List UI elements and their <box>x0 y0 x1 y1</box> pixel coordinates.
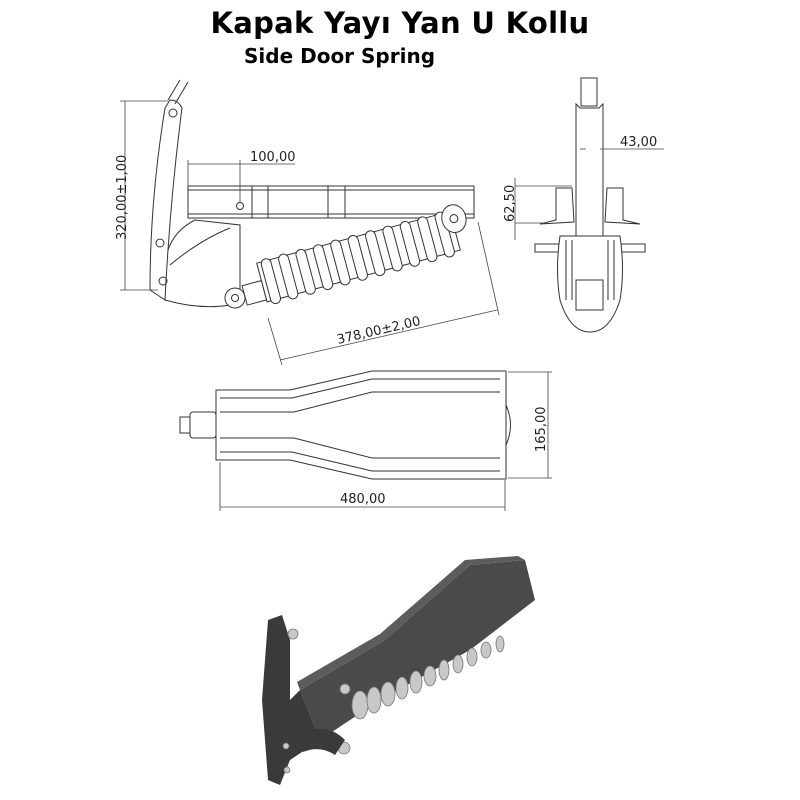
page-title: Kapak Yayı Yan U Kollu <box>210 6 590 40</box>
side-view: 320,00±1,00 100,00 378,00±2,00 <box>115 79 500 366</box>
page-subtitle: Side Door Spring <box>244 44 436 68</box>
dim-bracket-label: 62,50 <box>503 185 518 222</box>
product-render <box>262 556 535 785</box>
dim-offset-label: 100,00 <box>250 150 296 165</box>
dim-spring-length-label: 378,00±2,00 <box>336 314 423 348</box>
dim-length-label: 480,00 <box>340 492 386 507</box>
top-housing <box>215 370 507 480</box>
door-arm <box>149 99 183 301</box>
top-view: 165,00 480,00 <box>179 370 552 511</box>
dim-height-label: 320,00±1,00 <box>115 155 130 240</box>
coil-spring <box>224 204 467 309</box>
dim-top-height-label: 165,00 <box>534 407 549 453</box>
front-view: 43,00 62,50 <box>503 77 664 333</box>
dim-width-label: 43,00 <box>620 135 657 150</box>
spring-housing <box>187 185 475 219</box>
